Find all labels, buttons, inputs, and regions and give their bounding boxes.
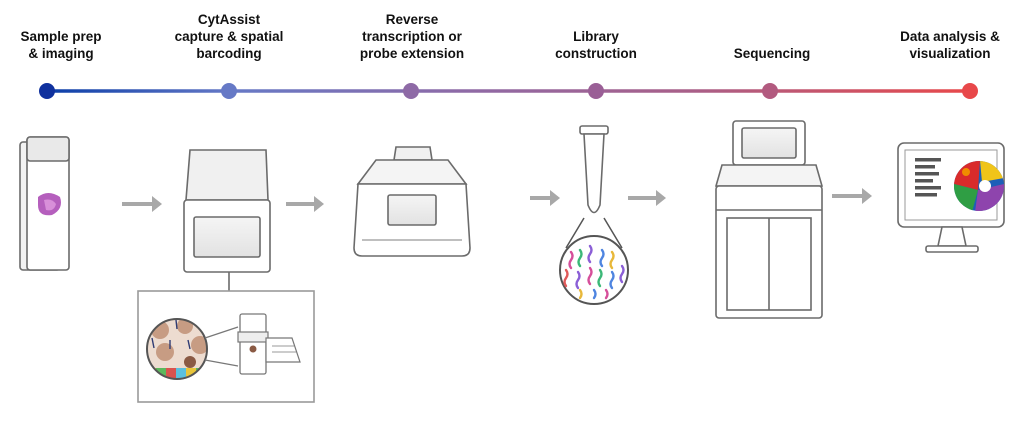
arrow-right-icon [628, 190, 666, 206]
timeline-dot-4 [588, 83, 604, 99]
step-arrows [122, 188, 872, 212]
sequencer-icon [714, 120, 824, 319]
thermal-cycler-icon [353, 146, 471, 257]
arrow-right-icon [122, 196, 162, 212]
slide-icon [19, 136, 70, 271]
step-label-reverse-transcription: Reverse transcription or probe extension [359, 12, 465, 61]
cytassist-instrument-icon [183, 149, 271, 291]
step-label-sample-prep: Sample prep & imaging [20, 29, 102, 61]
timeline-dot-3 [403, 83, 419, 99]
monitor-icon [897, 142, 1005, 253]
timeline-dot-6 [962, 83, 978, 99]
tube-icon [559, 125, 629, 305]
arrow-right-icon [530, 190, 560, 206]
step-label-sequencing: Sequencing [733, 46, 811, 61]
step-label-cytassist: CytAssist capture & spatial barcoding [174, 12, 284, 61]
arrow-right-icon [832, 188, 872, 204]
timeline-dot-1 [39, 83, 55, 99]
timeline [39, 83, 978, 99]
cytassist-inset-panel [137, 290, 315, 403]
step-label-library-construction: Library construction [555, 29, 637, 61]
arrow-right-icon [286, 196, 324, 212]
step-label-data-analysis: Data analysis & visualization [900, 29, 1000, 61]
timeline-dot-2 [221, 83, 237, 99]
timeline-dot-5 [762, 83, 778, 99]
